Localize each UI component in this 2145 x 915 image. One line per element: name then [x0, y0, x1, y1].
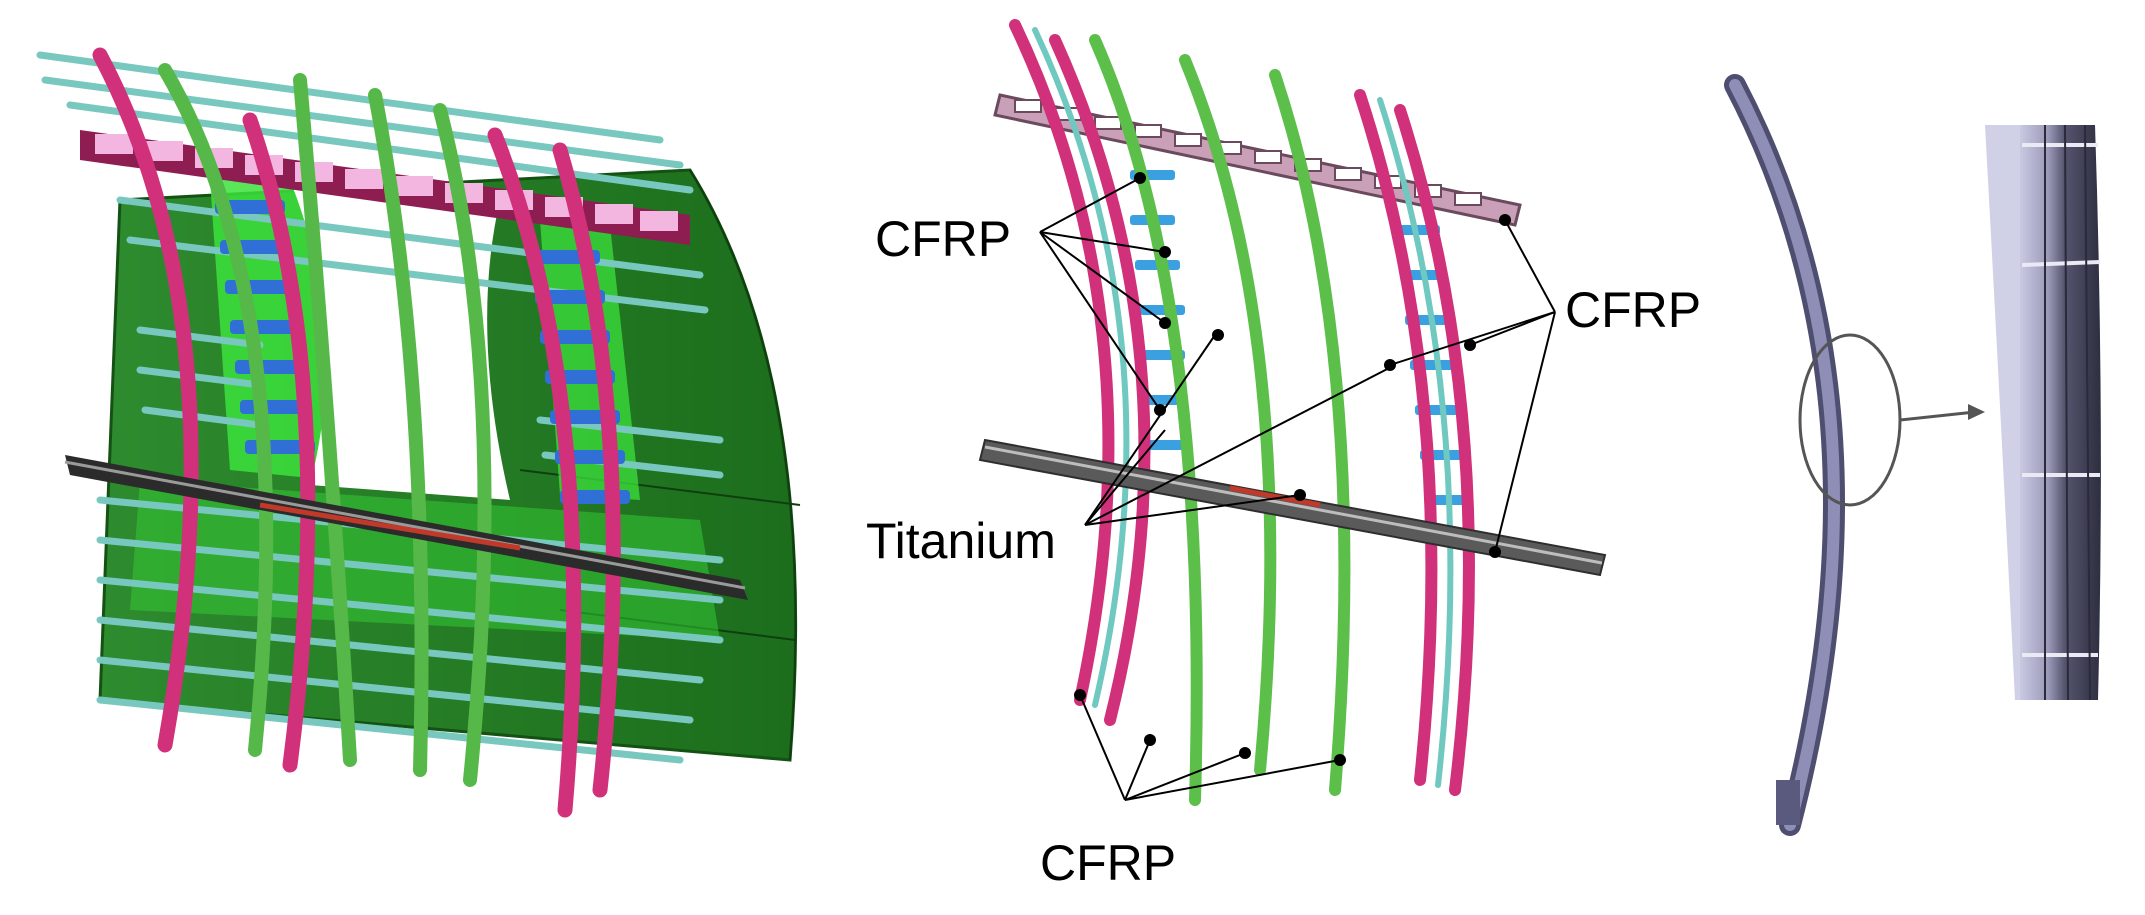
- callout-points: [1074, 172, 1511, 766]
- arrow-icon: [1968, 404, 1985, 420]
- titanium-floor-beam: [978, 438, 1607, 577]
- assembly-magenta-frames: [1009, 19, 1475, 796]
- green-frames: [158, 63, 492, 787]
- floor-beam: [64, 455, 748, 600]
- single-frame-model: [1724, 74, 1985, 836]
- fuselage-skin-model: [36, 47, 801, 818]
- skin-seam: [689, 169, 797, 761]
- label-cfrp-upper-left: CFRP: [875, 211, 1011, 267]
- label-cfrp-right: CFRP: [1565, 282, 1701, 338]
- frame-inner: [1729, 79, 1840, 831]
- frame-detail-zoom: [1985, 124, 2101, 701]
- magenta-frames: [92, 47, 621, 818]
- frame-assembly-model: [978, 19, 1607, 806]
- assembly-green-frames: [1089, 34, 1351, 806]
- magnifier-arrow-line: [1899, 410, 1976, 422]
- window-cutout: [290, 180, 510, 500]
- frame-foot: [1776, 780, 1800, 825]
- callout-leaders: [1039, 177, 1556, 801]
- label-cfrp-bottom: CFRP: [1040, 835, 1176, 891]
- magnifier-circle: [1798, 333, 1902, 507]
- label-titanium: Titanium: [866, 513, 1056, 569]
